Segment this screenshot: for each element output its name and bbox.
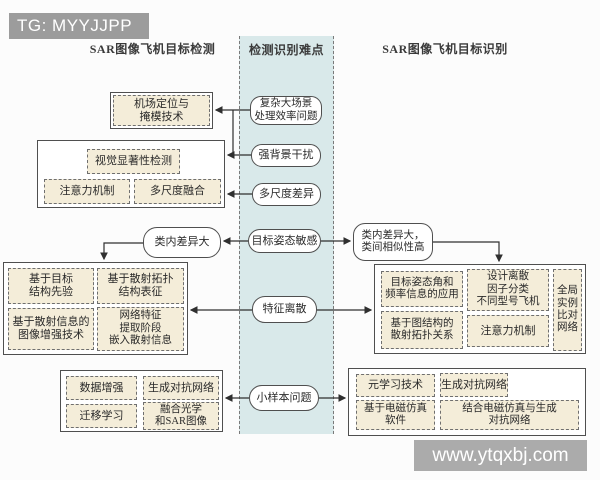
em-simulation-box: 基于电磁仿真 软件 (356, 400, 435, 430)
gan-box-right: 生成对抗网络 (440, 373, 508, 397)
small-sample-methods-group-left: 数据增强 生成对抗网络 迁移学习 融合光学 和SAR图像 (60, 370, 223, 432)
target-structure-prior-box: 基于目标 结构先验 (8, 268, 94, 304)
multiscale-fusion-box: 多尺度融合 (134, 179, 221, 204)
global-instance-network-box: 全局 实例 比对 网络 (553, 269, 582, 351)
scatter-image-enhance-box: 基于散射信息的 图像增强技术 (8, 308, 94, 350)
recognition-feature-group: 目标姿态角和 频率信息的应用 设计离散 因子分类 不同型号飞机 全局 实例 比对… (374, 264, 586, 354)
title-middle-column: 检测识别难点 (248, 43, 324, 57)
airport-masking-label: 机场定位与 掩模技术 (113, 95, 210, 126)
watermark-badge: www.ytqxbj.com (414, 440, 587, 471)
em-gan-combined-box: 结合电磁仿真与生成 对抗网络 (440, 400, 579, 430)
feature-discrete-node: 特征离散 (252, 296, 317, 323)
complex-scene-node: 复杂大场景 处理效率问题 (250, 96, 322, 125)
graph-scatter-topology-box: 基于图结构的 散射拓扑关系 (381, 311, 463, 349)
background-interference-node: 强背景干扰 (251, 144, 321, 167)
detection-methods-group: 视觉显著性检测 注意力机制 多尺度融合 (37, 140, 225, 208)
small-sample-node: 小样本问题 (249, 385, 319, 411)
visual-saliency-box: 视觉显著性检测 (87, 149, 180, 174)
tg-header-text: TG: MYYJJPP (17, 16, 133, 35)
attention-mechanism-box-right: 注意力机制 (467, 315, 549, 347)
discrete-factor-box: 设计离散 因子分类 不同型号飞机 (467, 269, 549, 311)
multiscale-difference-node: 多尺度差异 (252, 183, 321, 206)
scatter-topology-repr-box: 基于散射拓扑 结构表征 (97, 268, 184, 304)
intraclass-difference-node-left: 类内差异大 (143, 227, 221, 258)
optical-sar-fusion-box: 融合光学 和SAR图像 (143, 402, 219, 430)
meta-learning-box: 元学习技术 (356, 374, 435, 397)
small-sample-methods-group-right: 元学习技术 生成对抗网络 基于电磁仿真 软件 结合电磁仿真与生成 对抗网络 (348, 368, 586, 436)
transfer-learning-box: 迁移学习 (66, 404, 137, 428)
tg-header-badge: TG: MYYJJPP (9, 13, 149, 39)
attention-mechanism-box-left: 注意力机制 (44, 179, 130, 204)
title-right-column: SAR图像飞机目标识别 (382, 42, 508, 56)
gan-box-left: 生成对抗网络 (143, 376, 219, 400)
airport-masking-box: 机场定位与 掩模技术 (110, 92, 213, 129)
intraclass-interclass-node-right: 类内差异大， 类间相似性高 (353, 223, 433, 261)
watermark-text: www.ytqxbj.com (432, 444, 569, 466)
title-left-column: SAR图像飞机目标检测 (89, 42, 216, 56)
pose-frequency-box: 目标姿态角和 频率信息的应用 (381, 271, 463, 307)
network-embed-scatter-box: 网络特征 提取阶段 嵌入散射信息 (97, 307, 184, 351)
pose-sensitive-node: 目标姿态敏感 (248, 229, 321, 253)
structure-methods-group: 基于目标 结构先验 基于散射拓扑 结构表征 基于散射信息的 图像增强技术 网络特… (3, 262, 188, 355)
data-augmentation-box: 数据增强 (66, 376, 137, 400)
